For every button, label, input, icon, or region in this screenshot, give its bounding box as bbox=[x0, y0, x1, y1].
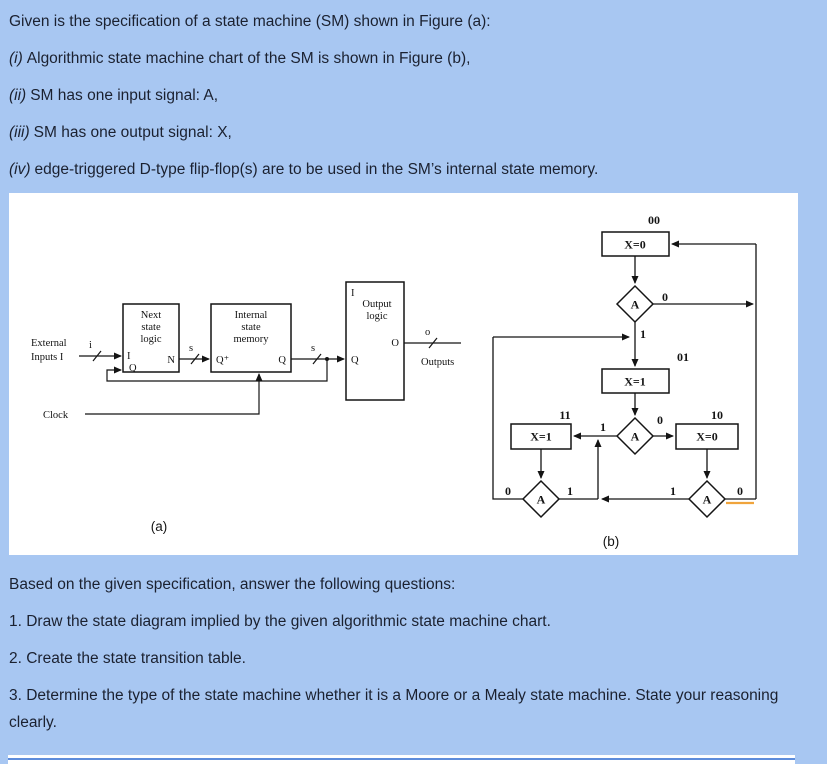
bus-slash-o bbox=[428, 337, 438, 349]
block3-signal-Q: Q bbox=[351, 355, 359, 366]
external-inputs-label-line2: Inputs I bbox=[31, 352, 64, 363]
block1-label-line2: state bbox=[141, 322, 161, 333]
d3-branch-0-label: 0 bbox=[505, 484, 511, 498]
item-iii-text: SM has one output signal: X, bbox=[33, 124, 232, 141]
block2-label-line1: Internal bbox=[235, 310, 268, 321]
next-panel-top-edge bbox=[8, 755, 795, 764]
internal-state-memory-block bbox=[210, 303, 292, 373]
question-item-i: (i)Algorithmic state machine chart of th… bbox=[9, 45, 817, 72]
block1-signal-Q: Q bbox=[129, 363, 137, 374]
bus-width-i-label: i bbox=[89, 340, 92, 351]
state-10-output-label: X=0 bbox=[696, 430, 718, 444]
item-iv-marker: (iv) bbox=[9, 161, 31, 178]
figure-a-caption: (a) bbox=[151, 519, 168, 534]
d2-branch-0-label: 0 bbox=[657, 413, 663, 427]
figure-b-labels: 00 X=0 A 0 1 01 X=1 A 1 0 11 10 X=1 X=0 … bbox=[505, 213, 743, 507]
block2-label-line2: state bbox=[241, 322, 261, 333]
question-item-ii: (ii)SM has one input signal: A, bbox=[9, 82, 817, 109]
block1-label-line3: logic bbox=[141, 334, 162, 345]
next-panel-border bbox=[8, 758, 795, 760]
task-1: 1. Draw the state diagram implied by the… bbox=[9, 613, 551, 630]
block3-signal-I: I bbox=[351, 288, 355, 299]
d3-branch-1-label: 1 bbox=[567, 484, 573, 498]
decision-3-label: A bbox=[537, 493, 546, 507]
decision-4-label: A bbox=[703, 493, 712, 507]
figure-diagram: Next state logic I Q N Internal state me… bbox=[31, 213, 757, 549]
decision-2-label: A bbox=[631, 430, 640, 444]
followup-intro: Based on the given specification, answer… bbox=[9, 576, 456, 593]
state-01-code-label: 01 bbox=[677, 350, 689, 364]
bus-slash-s2 bbox=[312, 353, 322, 365]
d4-branch-0-label: 0 bbox=[737, 484, 743, 498]
block3-signal-O: O bbox=[391, 338, 399, 349]
block2-signal-Qplus: Q⁺ bbox=[216, 355, 230, 366]
d1-branch-1-label: 1 bbox=[640, 327, 646, 341]
flow-d3-zero-return-left bbox=[492, 337, 523, 500]
question-item-iv: (iv)edge-triggered D-type flip-flop(s) a… bbox=[9, 156, 817, 183]
figure-panel: Next state logic I Q N Internal state me… bbox=[9, 193, 798, 555]
figure-a-wires bbox=[79, 337, 461, 415]
item-i-text: Algorithmic state machine chart of the S… bbox=[26, 50, 471, 67]
figure-a-labels: Next state logic I Q N Internal state me… bbox=[31, 288, 454, 421]
item-ii-text: SM has one input signal: A, bbox=[30, 87, 219, 104]
state-11-code-label: 11 bbox=[559, 408, 570, 422]
block1-label-line1: Next bbox=[141, 310, 161, 321]
bus-slash-i bbox=[92, 350, 102, 362]
block2-label-line3: memory bbox=[234, 334, 270, 345]
item-i-marker: (i) bbox=[9, 50, 23, 67]
external-inputs-label-line1: External bbox=[31, 338, 67, 349]
task-3: 3. Determine the type of the state machi… bbox=[9, 687, 779, 731]
bus-slash-s1 bbox=[190, 353, 200, 365]
state-feedback-wire bbox=[106, 359, 328, 382]
block1-signal-I: I bbox=[127, 351, 131, 362]
outputs-label: Outputs bbox=[421, 357, 454, 368]
task-2: 2. Create the state transition table. bbox=[9, 650, 246, 667]
state-10-code-label: 10 bbox=[711, 408, 723, 422]
d1-branch-0-label: 0 bbox=[662, 290, 668, 304]
question-lead: Given is the specification of a state ma… bbox=[9, 13, 491, 30]
d4-branch-1-label: 1 bbox=[670, 484, 676, 498]
figure-a-blocks bbox=[122, 281, 405, 401]
figure-b-flow-lines bbox=[492, 240, 757, 503]
figure-b-caption: (b) bbox=[603, 534, 620, 549]
next-state-logic-block bbox=[122, 303, 180, 373]
question-page: Given is the specification of a state ma… bbox=[9, 13, 817, 731]
item-iv-text: edge-triggered D-type flip-flop(s) are t… bbox=[34, 161, 599, 178]
bus-width-s1-label: s bbox=[189, 343, 193, 354]
block3-label-line2: logic bbox=[367, 311, 388, 322]
bus-width-s2-label: s bbox=[311, 343, 315, 354]
clock-label: Clock bbox=[43, 410, 69, 421]
block2-signal-Q: Q bbox=[278, 355, 286, 366]
item-ii-marker: (ii) bbox=[9, 87, 27, 104]
item-iii-marker: (iii) bbox=[9, 124, 30, 141]
decision-1-label: A bbox=[631, 298, 640, 312]
state-00-output-label: X=0 bbox=[624, 238, 646, 252]
output-logic-block bbox=[345, 281, 405, 401]
state-00-code-label: 00 bbox=[648, 213, 660, 227]
bus-width-o-label: o bbox=[425, 327, 430, 338]
clock-wire bbox=[85, 373, 263, 415]
question-item-iii: (iii)SM has one output signal: X, bbox=[9, 119, 817, 146]
block1-signal-N: N bbox=[167, 355, 175, 366]
d2-branch-1-label: 1 bbox=[600, 420, 606, 434]
state-11-output-label: X=1 bbox=[530, 430, 552, 444]
wire-junction-dot bbox=[325, 357, 329, 361]
state-01-output-label: X=1 bbox=[624, 375, 646, 389]
block3-label-line1: Output bbox=[362, 299, 391, 310]
